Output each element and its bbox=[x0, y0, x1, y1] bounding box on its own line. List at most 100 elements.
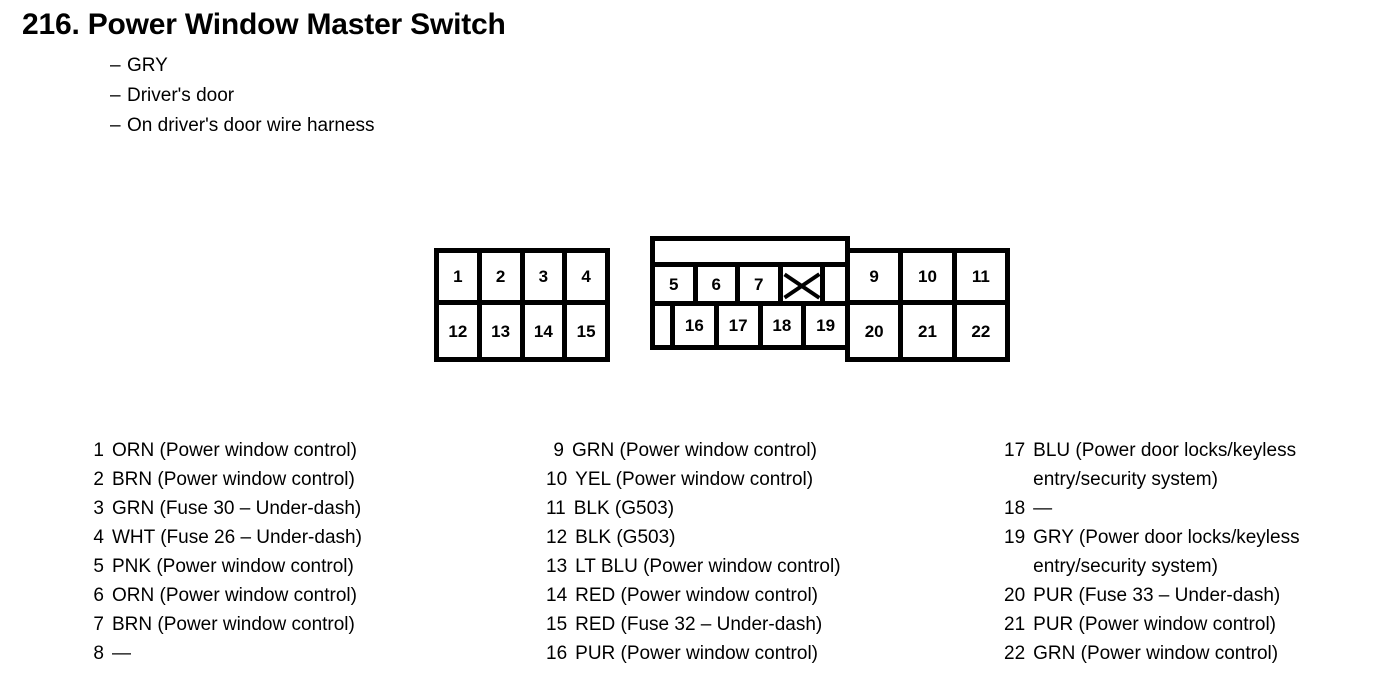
pin-legend-item: 22 GRN (Power window control) bbox=[1004, 639, 1392, 668]
pin-cell: 14 bbox=[524, 305, 568, 357]
pin-cell-unused-crossed bbox=[782, 267, 825, 301]
pin-legend-item: 19 GRY (Power door locks/keyless entry/se… bbox=[1004, 523, 1392, 581]
connector-row-bottom-right: 20 21 22 bbox=[850, 305, 1005, 357]
subtitle-item: –Driver's door bbox=[110, 81, 506, 111]
pin-legend-number: 6 bbox=[93, 585, 104, 607]
pin-legend-number: 4 bbox=[93, 527, 104, 549]
pin-legend-description: — bbox=[1033, 498, 1053, 520]
pin-legend-description: PUR (Power window control) bbox=[1033, 614, 1276, 636]
pin-cell: 10 bbox=[903, 253, 957, 300]
connector-section-left: 1 2 3 4 12 13 14 15 bbox=[434, 248, 610, 362]
dash-marker: – bbox=[110, 114, 121, 136]
pin-legend-description: GRN (Power window control) bbox=[1033, 643, 1279, 665]
pin-legend-item: 4 WHT (Fuse 26 – Under-dash) bbox=[86, 523, 526, 552]
connector-center-cells: 5 6 7 16 17 18 19 bbox=[655, 262, 845, 345]
pin-cell: 9 bbox=[850, 253, 904, 300]
pin-legend-column-3: 17 BLU (Power door locks/keyless entry/se… bbox=[1004, 436, 1392, 669]
connector-row-top-left: 1 2 3 4 bbox=[439, 253, 605, 305]
pin-cell: 22 bbox=[956, 305, 1005, 357]
pin-legend-number: 18 bbox=[1004, 498, 1026, 520]
pin-legend-item: 20 PUR (Fuse 33 – Under-dash) bbox=[1004, 581, 1392, 610]
pin-legend-description: BRN (Power window control) bbox=[112, 469, 355, 491]
pin-legend-description: BLU (Power door locks/keyless entry/secu… bbox=[1033, 440, 1297, 491]
pin-legend-number: 13 bbox=[546, 556, 568, 578]
pin-legend-item: 6 ORN (Power window control) bbox=[86, 581, 526, 610]
pin-legend-number: 3 bbox=[93, 498, 104, 520]
dash-marker: – bbox=[110, 84, 121, 106]
subtitle-list: –GRY –Driver's door –On driver's door wi… bbox=[110, 51, 506, 141]
connector-row-top-center: 5 6 7 bbox=[655, 267, 845, 306]
pin-legend-description: YEL (Power window control) bbox=[575, 469, 814, 491]
pin-legend-item: 21 PUR (Power window control) bbox=[1004, 610, 1392, 639]
pin-cell: 21 bbox=[903, 305, 957, 357]
pin-legend-description: ORN (Power window control) bbox=[112, 440, 357, 461]
pin-legend-description: PUR (Power window control) bbox=[575, 643, 818, 665]
pin-legend-number: 14 bbox=[546, 585, 568, 607]
pin-cell: 6 bbox=[697, 267, 740, 301]
pin-legend-description: BRN (Power window control) bbox=[112, 614, 355, 636]
pin-cell: 2 bbox=[481, 253, 525, 300]
connector-section-center: 5 6 7 16 17 18 19 bbox=[650, 236, 850, 350]
pin-cell: 5 bbox=[655, 267, 698, 301]
pin-legend-item: 3 GRN (Fuse 30 – Under-dash) bbox=[86, 494, 526, 523]
pin-legend-number: 19 bbox=[1004, 527, 1026, 549]
pin-legend-number: 21 bbox=[1004, 614, 1026, 636]
pin-legend-description: BLK (G503) bbox=[575, 527, 676, 549]
pin-legend-description: PNK (Power window control) bbox=[112, 556, 354, 578]
pin-legend-description: GRN (Fuse 30 – Under-dash) bbox=[112, 498, 362, 520]
pin-cell: 17 bbox=[718, 306, 763, 345]
pin-cell: 19 bbox=[806, 306, 845, 345]
pin-legend-number: 5 bbox=[93, 556, 104, 578]
pin-legend-number: 10 bbox=[546, 469, 568, 491]
pin-legend-item: 11 BLK (G503) bbox=[546, 494, 986, 523]
subtitle-item-label: On driver's door wire harness bbox=[127, 114, 375, 136]
pin-legend-number: 1 bbox=[93, 440, 104, 461]
pin-legend-description: RED (Fuse 32 – Under-dash) bbox=[575, 614, 823, 636]
pin-legend-item: 17 BLU (Power door locks/keyless entry/se… bbox=[1004, 436, 1392, 494]
connector-pinout-diagram: 1 2 3 4 12 13 14 15 5 6 7 16 17 bbox=[434, 236, 1010, 362]
page-title: 216. Power Window Master Switch bbox=[22, 8, 506, 41]
pin-cell: 16 bbox=[675, 306, 719, 345]
pin-cell: 12 bbox=[439, 305, 482, 357]
pin-cell: 7 bbox=[740, 267, 783, 301]
subtitle-item: –On driver's door wire harness bbox=[110, 111, 506, 141]
pin-legend-description: GRN (Power window control) bbox=[572, 440, 817, 461]
connector-row-top-right: 9 10 11 bbox=[850, 253, 1005, 305]
pin-legend-number: 20 bbox=[1004, 585, 1026, 607]
pin-cell: 1 bbox=[439, 253, 482, 300]
pin-legend-description: WHT (Fuse 26 – Under-dash) bbox=[112, 527, 362, 549]
pin-legend-item: 10 YEL (Power window control) bbox=[546, 465, 986, 494]
pin-legend-item: 5 PNK (Power window control) bbox=[86, 552, 526, 581]
pin-cell-blank bbox=[825, 267, 845, 301]
pin-legend-item: 7 BRN (Power window control) bbox=[86, 610, 526, 639]
pin-cell: 3 bbox=[524, 253, 568, 300]
pin-legend-description: — bbox=[112, 643, 131, 665]
pin-legend-item: 12 BLK (G503) bbox=[546, 523, 986, 552]
pin-legend-description: LT BLU (Power window control) bbox=[575, 556, 841, 578]
pin-legend-description: RED (Power window control) bbox=[575, 585, 818, 607]
pin-legend-number: 7 bbox=[93, 614, 104, 636]
pin-legend-number: 2 bbox=[93, 469, 104, 491]
pin-legend-description: BLK (G503) bbox=[573, 498, 675, 520]
pin-cell: 20 bbox=[850, 305, 904, 357]
pin-legend-item: 8— bbox=[86, 639, 526, 668]
pin-legend-description: PUR (Fuse 33 – Under-dash) bbox=[1033, 585, 1281, 607]
pin-legend-number: 17 bbox=[1004, 440, 1026, 461]
pin-legend-number: 11 bbox=[546, 498, 566, 520]
header-block: 216. Power Window Master Switch –GRY –Dr… bbox=[22, 8, 506, 157]
pin-legend-description: ORN (Power window control) bbox=[112, 585, 357, 607]
pin-legend-item: 1 ORN (Power window control) bbox=[86, 436, 526, 465]
pin-cell-blank bbox=[655, 306, 675, 345]
pin-legend-item: 14 RED (Power window control) bbox=[546, 581, 986, 610]
pin-legend-description: GRY (Power door locks/keyless entry/secu… bbox=[1033, 527, 1300, 578]
pin-cell: 15 bbox=[567, 305, 605, 357]
dash-marker: – bbox=[110, 54, 121, 76]
pin-legend-number: 12 bbox=[546, 527, 568, 549]
pin-cell: 4 bbox=[567, 253, 605, 300]
pin-legend-number: 22 bbox=[1004, 643, 1026, 665]
connector-section-right: 9 10 11 20 21 22 bbox=[845, 248, 1010, 362]
